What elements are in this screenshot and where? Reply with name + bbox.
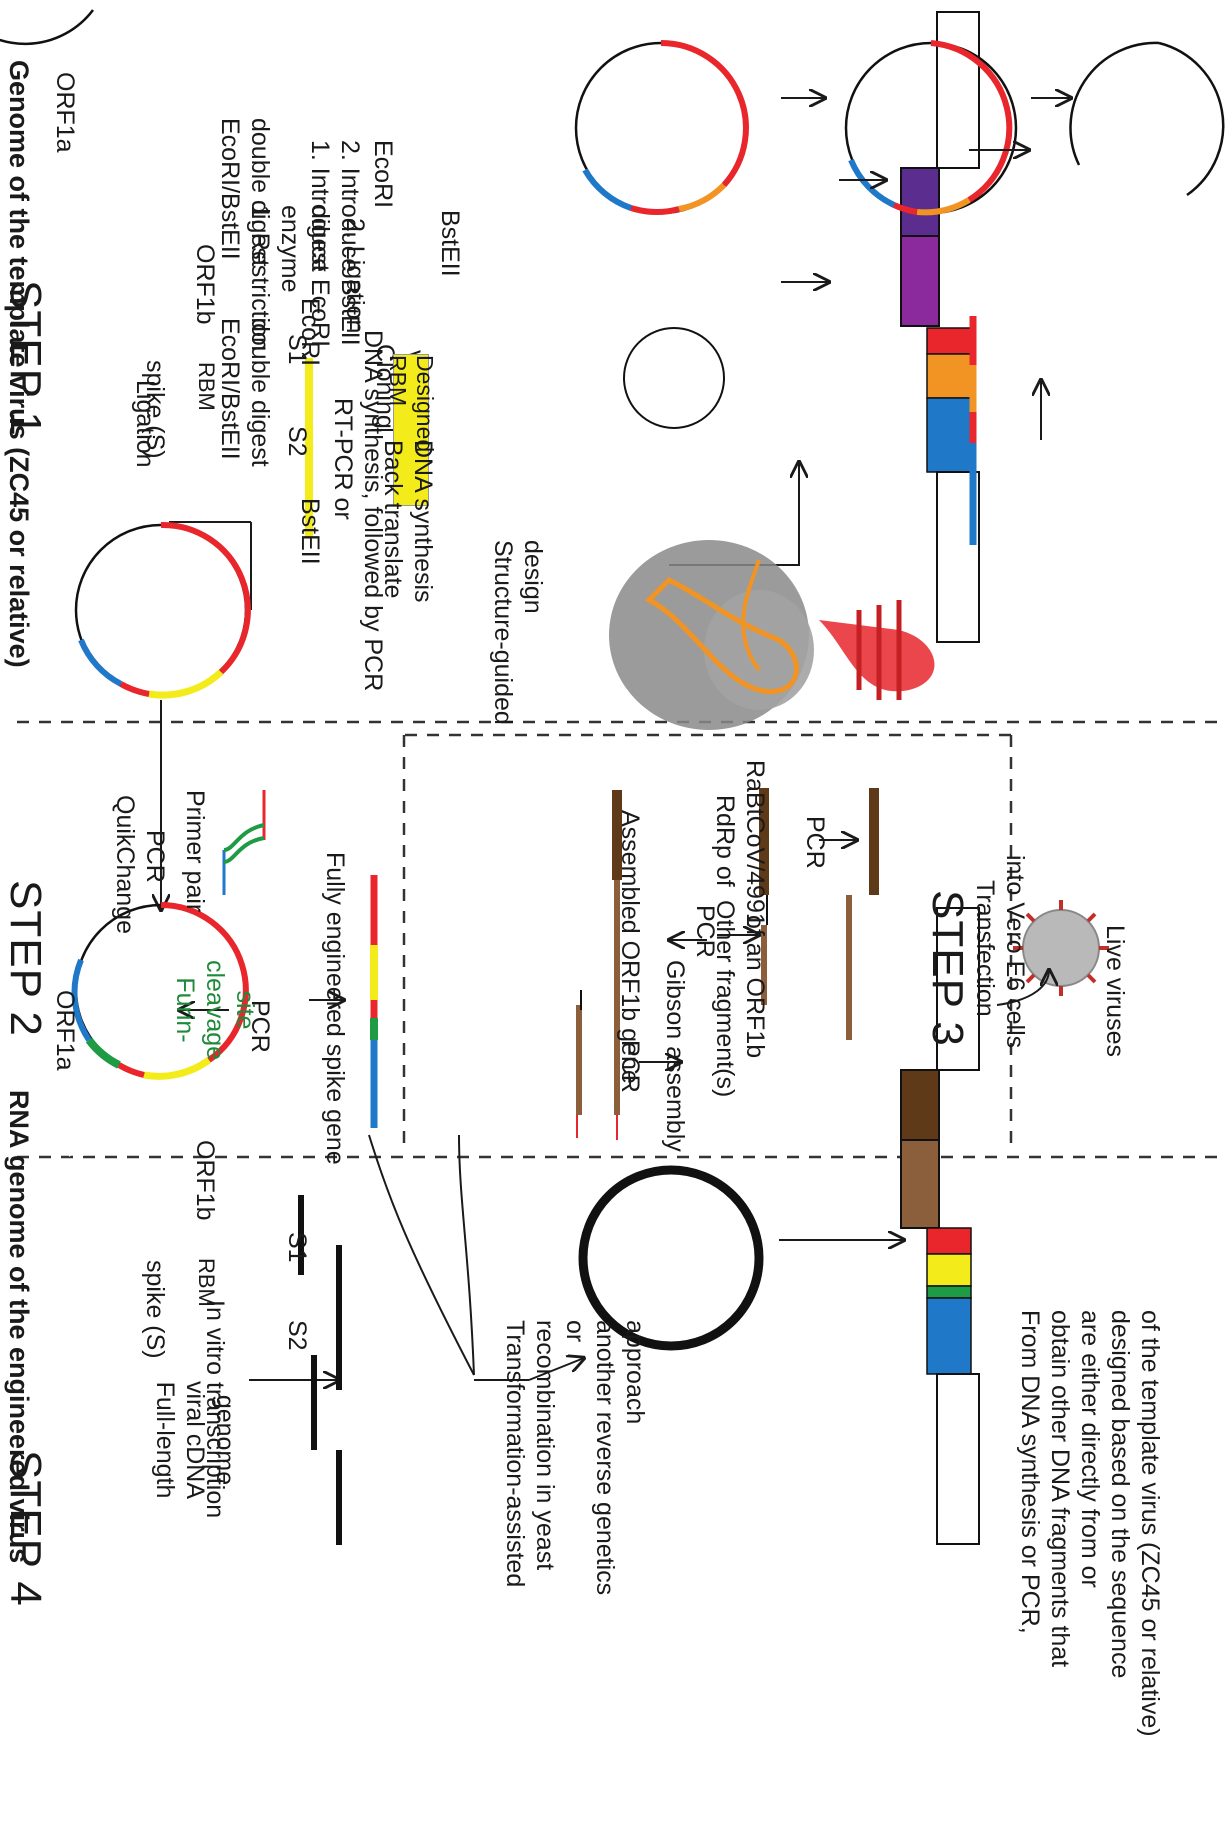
template-rdrp-segment xyxy=(900,167,940,237)
template-rdrp-label: RdRp xyxy=(63,246,91,310)
eng-s2-segment xyxy=(926,1297,972,1375)
back-translate-line-1: Back translate xyxy=(379,440,407,599)
template-s2-segment xyxy=(926,397,972,473)
tar-line-2: recombination in yeast xyxy=(531,1320,559,1571)
from-dna-line-4: designed based on the sequence xyxy=(1106,1310,1134,1679)
bsteii-end-label: BstEII xyxy=(296,498,324,565)
introduce-line-2: 2. Introduce BstEII xyxy=(336,140,364,346)
template-s2-label: S2 xyxy=(283,426,311,457)
tar-line-4: another reverse genetics xyxy=(591,1320,619,1596)
eng-orf1a-label: ORF1a xyxy=(51,990,79,1071)
template-s1-segment xyxy=(926,327,972,355)
arrow-ligation xyxy=(169,521,252,610)
eng-rbm-segment xyxy=(926,1253,972,1287)
from-dna-line-2: obtain other DNA fragments that xyxy=(1046,1310,1074,1668)
step-4-label: STEP 4 xyxy=(1,1450,50,1607)
plasmid-with-designed-rbm xyxy=(74,521,251,699)
eng-rdrp-segment xyxy=(900,1069,940,1141)
eng-orf1b-label: ORF1b xyxy=(191,1140,219,1221)
quikchange-line-2: PCR xyxy=(141,830,169,883)
template-genome-bar xyxy=(900,11,980,643)
full-length-line-2: viral cDNA xyxy=(181,1380,209,1500)
digested-vector xyxy=(0,0,110,46)
fully-engineered-label: Fully engineered spike gene xyxy=(321,852,349,1165)
template-orf1a-segment xyxy=(936,11,980,169)
plasmid-with-furin-site xyxy=(71,902,249,1080)
from-dna-line-1: From DNA synthesis or PCR, xyxy=(1016,1310,1044,1634)
other-fragments-line-2: of an ORF1b xyxy=(741,915,769,1059)
from-dna-line-5: of the template virus (ZC45 or relative) xyxy=(1136,1310,1164,1737)
step3-fragments xyxy=(576,788,879,1140)
eng-rdrp-label: RdRp xyxy=(63,1140,91,1204)
furin-line-1: Furin- xyxy=(171,977,199,1043)
eng-tail-segment xyxy=(936,1373,980,1545)
plasmid-with-rbm-insert xyxy=(574,40,749,215)
eng-s2-label: S2 xyxy=(283,1320,311,1351)
step-2-label: STEP 2 xyxy=(1,880,50,1037)
double-digest-vector-line-1: EcoRI/BstEII xyxy=(216,118,244,260)
back-translate-line-2: DNA synthesis xyxy=(409,440,437,603)
virus-icon xyxy=(1013,900,1109,996)
assembled-label: Assembled ORF1b gene xyxy=(616,810,644,1084)
eng-spike-label: spike (S) xyxy=(141,1260,169,1359)
arrow-tar xyxy=(474,1358,584,1381)
primer-pair-icon xyxy=(222,790,266,895)
step4-dna-fragments xyxy=(298,1195,342,1545)
step-3-label: STEP 3 xyxy=(923,890,972,1047)
tar-line-5: approach xyxy=(621,1320,649,1425)
gibson-label: Gibson assembly xyxy=(661,960,689,1152)
restriction-line-2: enzyme xyxy=(276,205,304,293)
eng-s1-segment xyxy=(926,1227,972,1255)
full-length-cdna-circle xyxy=(578,1165,764,1351)
template-rbm-segment xyxy=(926,353,972,399)
pcr-spike-label: PCR xyxy=(246,1000,274,1053)
eng-s1-label: S1 xyxy=(283,1232,311,1263)
live-viruses-label: Live viruses xyxy=(1101,925,1129,1057)
structure-design-line-2: design xyxy=(519,540,547,614)
eng-orf1a-segment xyxy=(936,907,980,1071)
double-digest-insert-line-1: EcoRI/BstEII xyxy=(216,318,244,460)
ecori-site-label: EcoRI xyxy=(369,140,397,209)
furin-line-2: cleavage xyxy=(201,960,229,1061)
tar-line-1: Transformation-assisted xyxy=(501,1320,529,1588)
eng-furin-segment xyxy=(926,1285,972,1299)
arrow-transfection xyxy=(996,970,1049,1006)
bsteii-site-label: BstEII xyxy=(436,210,464,277)
curve-spike-to-tar xyxy=(368,1134,475,1376)
quikchange-line-1: QuikChange xyxy=(111,795,139,934)
cloning-vector-circle xyxy=(623,327,725,429)
plasmid-with-restriction-sites xyxy=(844,40,1018,216)
transfection-line-2: into Vero E6 cells xyxy=(1001,855,1029,1049)
transfection-line-1: Transfection xyxy=(971,880,999,1017)
double-digest-vector-line-2: double digest xyxy=(246,118,274,267)
engineered-genome-bar xyxy=(900,907,980,1545)
full-length-line-3: genome xyxy=(211,1394,239,1486)
ecori-end-label: EcoRI xyxy=(296,298,324,367)
template-tail-segment xyxy=(936,471,980,643)
template-orf1b-segment xyxy=(900,235,940,327)
rdrp-of-line-1: RdRp of xyxy=(711,795,739,887)
digested-vector-arcs xyxy=(1069,41,1225,197)
pcr-label-2: PCR xyxy=(691,905,719,958)
rdrp-of-line-2: RaBtCoV/4991 xyxy=(741,760,769,927)
protein-structure-image xyxy=(609,540,935,730)
eng-orf1b-segment xyxy=(900,1139,940,1229)
ligation-label: Ligation xyxy=(131,380,159,468)
full-length-line-1: Full-length xyxy=(151,1381,179,1499)
curve-orf1b-to-tar xyxy=(458,1134,475,1376)
primer-pair-label: Primer pair xyxy=(181,790,209,913)
rtpcr-line-1: RT-PCR or xyxy=(329,398,357,520)
from-dna-line-3: are either directly from or xyxy=(1076,1310,1104,1588)
structure-design-line-1: Structure-guided xyxy=(489,540,517,725)
template-orf1a-label: ORF1a xyxy=(51,72,79,153)
double-digest-insert-line-2: double digest xyxy=(246,318,274,467)
tar-line-3: or xyxy=(561,1320,589,1343)
step-1-label: STEP 1 xyxy=(1,280,50,437)
pcr-label-1: PCR xyxy=(801,816,829,869)
